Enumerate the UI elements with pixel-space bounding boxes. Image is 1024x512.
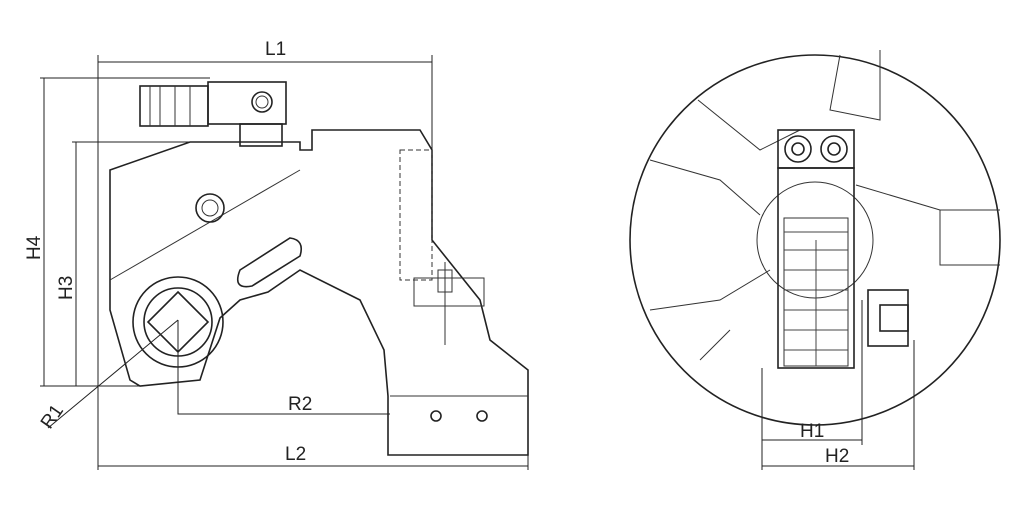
side-view: L1 L2 R2 H4 H3 R1 (24, 39, 529, 470)
h2-label: H2 (825, 446, 849, 467)
l1-label: L1 (265, 39, 286, 60)
wrench-housing (109, 129, 529, 456)
r1-leader (47, 319, 179, 429)
square-drive-side (867, 289, 909, 347)
outer-circle (629, 54, 1001, 426)
square-drive (146, 290, 210, 354)
top-view: H1 H2 (629, 50, 1001, 470)
h3-label: H3 (56, 276, 77, 300)
l2-label: L2 (285, 444, 306, 465)
h4-label: H4 (24, 235, 45, 260)
r2-label: R2 (288, 394, 312, 415)
torque-chart-plate (777, 167, 855, 369)
r1-label: R1 (37, 401, 68, 433)
drive-ring (132, 276, 224, 368)
reaction-slot (236, 237, 303, 288)
h1-label: H1 (800, 421, 824, 442)
